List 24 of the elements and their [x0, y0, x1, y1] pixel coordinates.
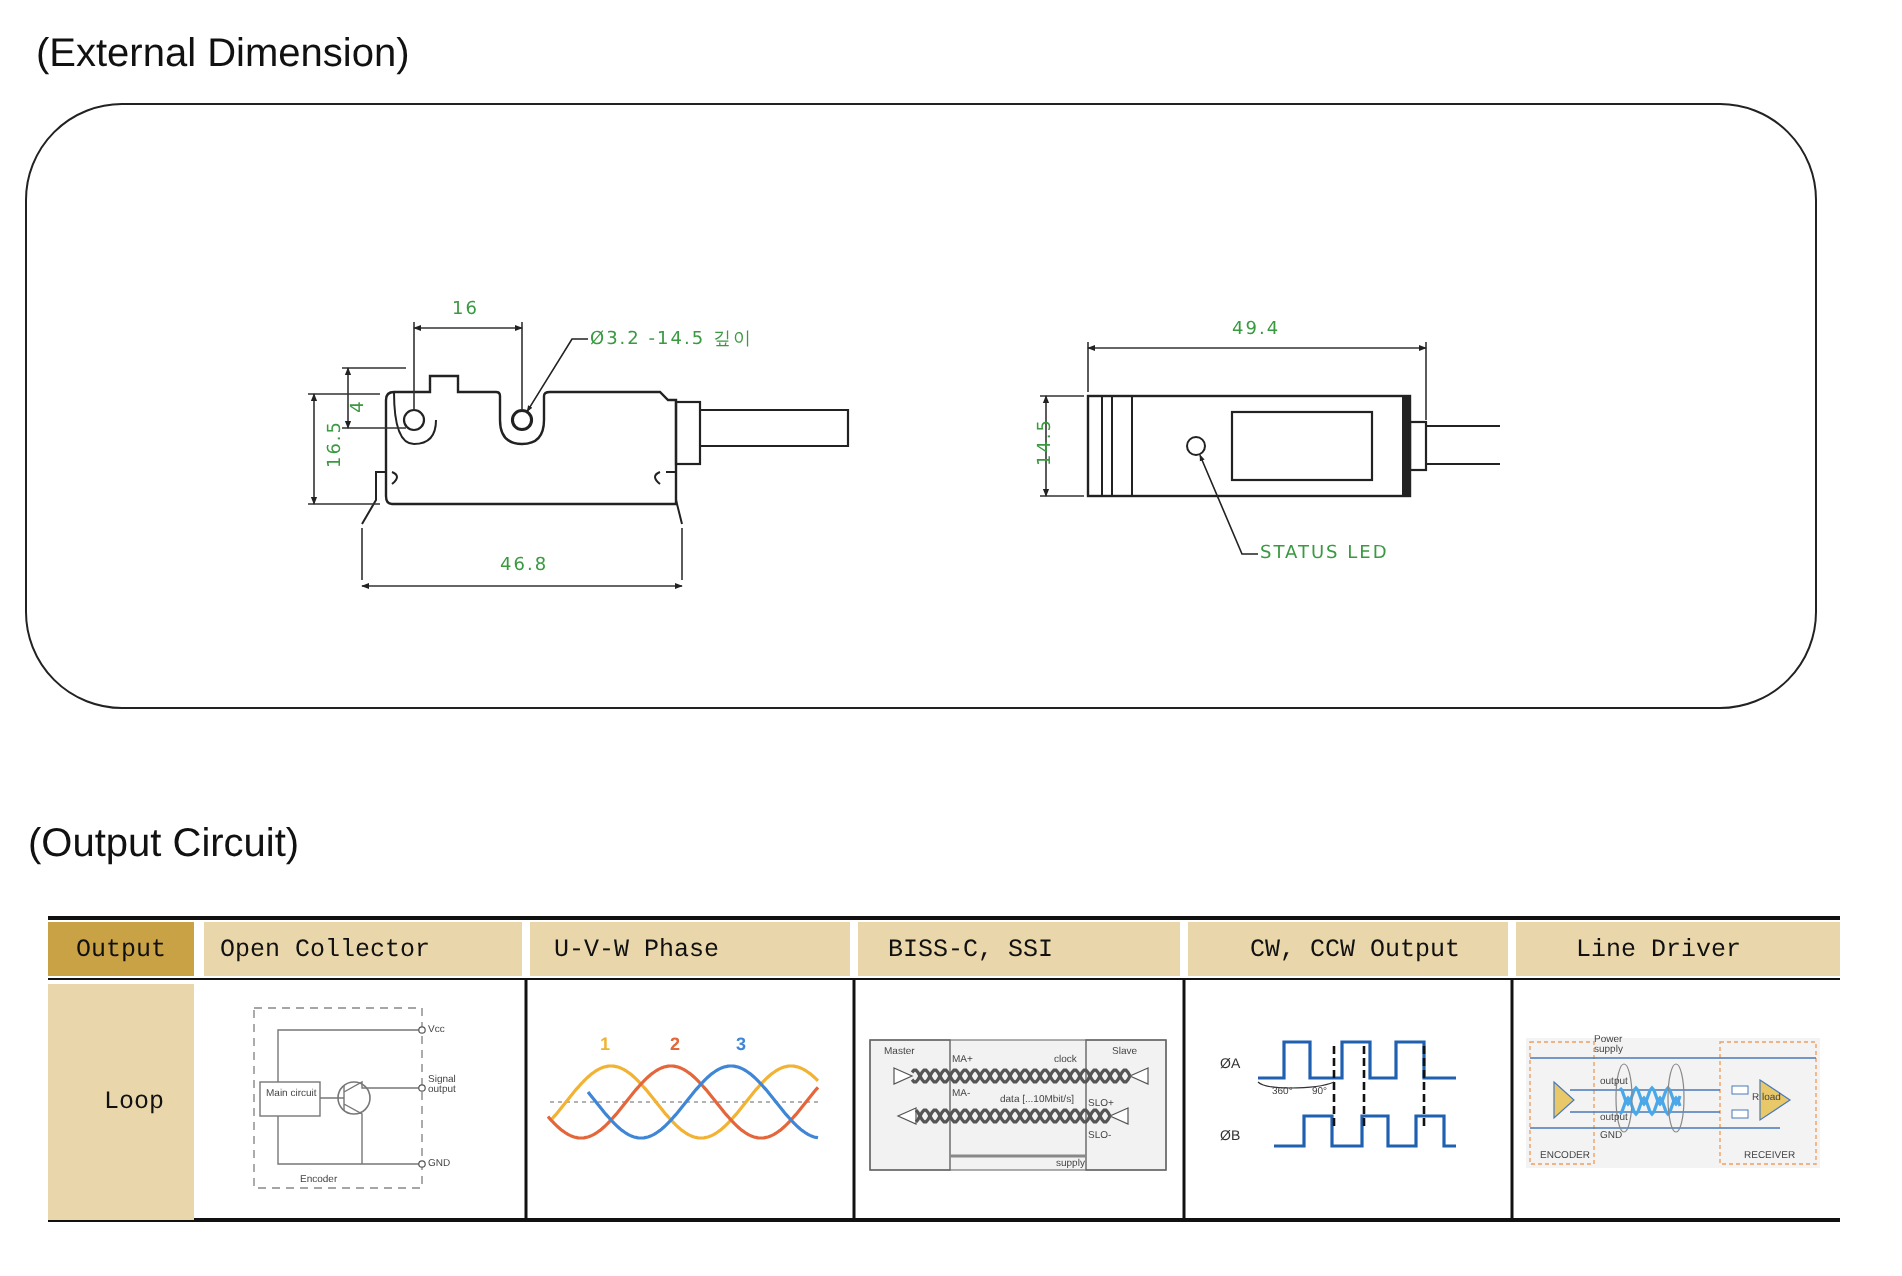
leader-text: Ø3.2 -14.5 깊이 — [590, 326, 753, 352]
section-heading: (Output Circuit) — [28, 822, 300, 868]
phase-number: 1 — [600, 1034, 611, 1054]
dimension-text: 14.5 — [1036, 417, 1057, 467]
dimension-text: 46.8 — [500, 556, 549, 576]
leader-line — [1199, 454, 1259, 555]
header-cell: CW, CCW Output — [1188, 922, 1508, 976]
dimension-text: 16 — [452, 300, 479, 320]
header-cell: Line Driver — [1516, 922, 1840, 976]
dimension-text: 4 — [348, 399, 369, 413]
mounting-hole — [512, 410, 532, 430]
header-cell: Open Collector — [204, 922, 522, 976]
header-cell: BISS-C, SSI — [858, 922, 1180, 976]
dimension-text: 49.4 — [1232, 320, 1281, 340]
leader-text: STATUS LED — [1260, 544, 1389, 564]
section-heading: (External Dimension) — [36, 32, 410, 78]
phase-number: 2 — [670, 1034, 681, 1054]
phase-number: 3 — [736, 1034, 747, 1054]
dimension-text: 16.5 — [326, 419, 347, 469]
leader-line — [526, 338, 589, 413]
header-cell: Output — [48, 922, 194, 976]
status-led — [1186, 436, 1206, 456]
header-cell: U-V-W Phase — [530, 922, 850, 976]
row-header-cell: Loop — [48, 984, 194, 1220]
